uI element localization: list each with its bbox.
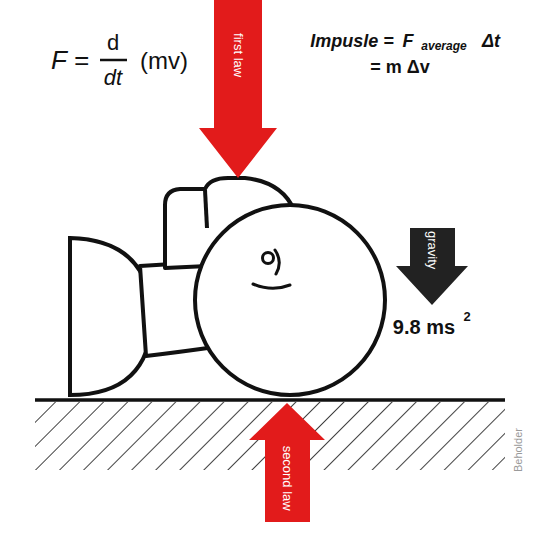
formula-subscript: average	[421, 40, 466, 53]
eye	[263, 253, 274, 264]
gravity-arrow	[396, 228, 468, 305]
reaction-arrow	[249, 403, 325, 522]
ground-line	[35, 398, 505, 402]
watermark: Beholder	[512, 428, 524, 472]
eye-brow	[275, 250, 279, 274]
formula-part: Δt	[482, 32, 500, 52]
arrow-label: second law	[280, 445, 294, 510]
formula-part: = m Δv	[370, 58, 429, 78]
arrow-label: gravity	[425, 231, 439, 269]
formula-part: F =	[51, 46, 89, 75]
formula-part: Impusle =	[310, 32, 394, 52]
force-arrow	[199, 0, 277, 178]
mouth	[253, 284, 290, 288]
formula-part: d	[107, 31, 119, 55]
arrow-label: first law	[231, 33, 245, 77]
head-edge	[205, 190, 207, 228]
formula-part: F	[403, 32, 414, 52]
formula-part: dt	[104, 66, 122, 90]
formula-part: (mv)	[140, 48, 188, 74]
value-exponent: 2	[463, 310, 470, 324]
fraction-bar	[100, 59, 127, 62]
body-shape	[70, 238, 152, 395]
head-circle	[195, 205, 385, 395]
value-label: 9.8 ms	[393, 316, 455, 338]
